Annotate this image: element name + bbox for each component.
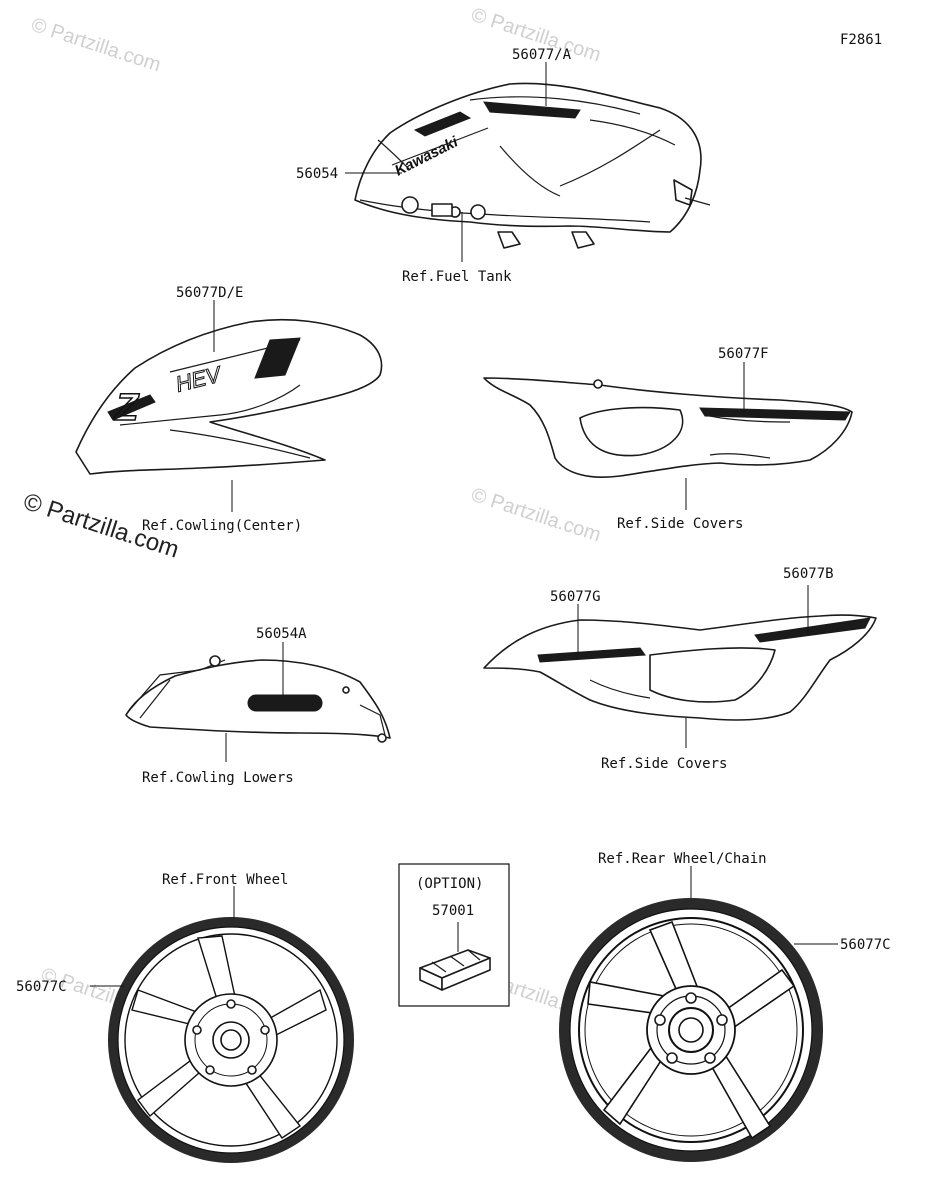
option-label: (OPTION)	[416, 876, 483, 892]
watermark-3: © Partzilla.com	[468, 484, 603, 547]
side-cover-upper-illustration	[483, 377, 853, 478]
side-cover-lower-illustration	[483, 614, 877, 721]
rear-wheel-illustration	[559, 898, 823, 1162]
callout-side-decal-b: 56077B	[783, 566, 834, 582]
callout-front-wheel-stripe: 56077C	[16, 979, 67, 995]
front-wheel-illustration	[108, 917, 354, 1163]
callout-tank-stripe: 56077/A	[512, 47, 572, 63]
callout-side-covers-2: Ref.Side Covers	[601, 756, 727, 772]
watermark-1: © Partzilla.com	[28, 14, 163, 77]
callout-side-decal-f: 56077F	[718, 346, 769, 362]
callout-lower-badge: 56054A	[256, 626, 307, 642]
callout-cowling-center: Ref.Cowling(Center)	[142, 518, 302, 534]
option-box: (OPTION) 57001	[398, 863, 510, 1007]
callout-tank-logo: 56054	[296, 166, 338, 182]
figure-id: F2861	[840, 32, 882, 48]
callout-cowling-lowers: Ref.Cowling Lowers	[142, 770, 294, 786]
callout-side-decal-g: 56077G	[550, 589, 601, 605]
callout-fuel-tank: Ref.Fuel Tank	[402, 269, 512, 285]
option-part-clip	[419, 949, 491, 991]
cowling-lowers-illustration	[125, 655, 391, 743]
cowling-center-illustration: Z HEV	[75, 318, 383, 475]
option-part-number: 57001	[432, 903, 474, 919]
callout-rear-wheel-stripe: 56077C	[840, 937, 891, 953]
fuel-tank-illustration: Kawasaki	[354, 82, 711, 249]
callout-front-wheel: Ref.Front Wheel	[162, 872, 288, 888]
callout-rear-wheel: Ref.Rear Wheel/Chain	[598, 851, 767, 867]
callout-side-covers-1: Ref.Side Covers	[617, 516, 743, 532]
callout-cowl-decal: 56077D/E	[176, 285, 243, 301]
cowl-z-emblem: Z	[114, 387, 140, 429]
